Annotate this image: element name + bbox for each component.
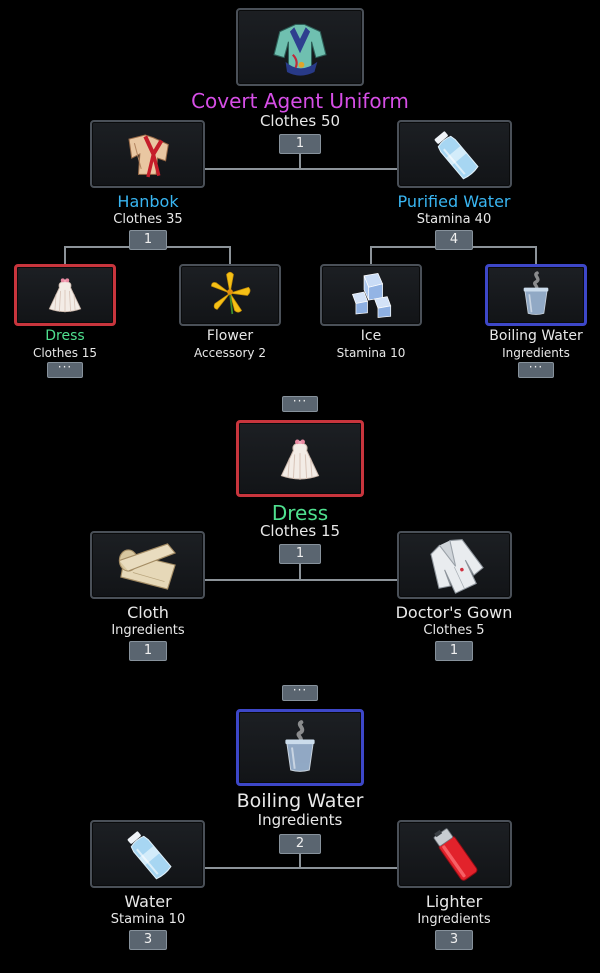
item-slot-covert-agent-uniform[interactable] (236, 8, 364, 86)
expand-more-button[interactable]: ··· (47, 361, 83, 378)
item-stat: Ingredients (111, 623, 185, 638)
count-badge: 1 (279, 544, 321, 564)
item-name: Purified Water (397, 192, 511, 211)
count-badge: 4 (435, 230, 473, 250)
count-badge: 1 (435, 641, 473, 661)
item-name: Boiling Water (489, 328, 583, 344)
dress-icon (280, 438, 320, 481)
item-slot-ice[interactable] (320, 264, 422, 326)
item-name: Dress (45, 328, 85, 344)
item-name: Lighter (425, 892, 483, 911)
item-stat: Accessory 2 (194, 346, 266, 360)
water-bottle-icon (430, 128, 480, 181)
connector-line (229, 246, 231, 264)
item-stat: Clothes 50 (259, 112, 341, 130)
connector-line (299, 562, 301, 580)
item-slot-lighter[interactable] (397, 820, 512, 888)
item-stat: Ingredients (502, 346, 570, 360)
item-stat: Clothes 15 (32, 346, 98, 360)
item-slot-doctors-gown[interactable] (397, 531, 512, 599)
count-badge: 3 (129, 930, 167, 950)
item-slot-dress[interactable] (236, 420, 364, 497)
item-name: Hanbok (117, 192, 179, 211)
item-name: Covert Agent Uniform (191, 89, 409, 113)
uniform-icon (272, 23, 328, 77)
section-ellipsis-button[interactable]: ··· (282, 395, 318, 412)
item-stat: Stamina 10 (336, 346, 406, 360)
connector-line (64, 246, 66, 264)
item-slot-boiling-water[interactable] (236, 709, 364, 786)
item-slot-dress[interactable] (14, 264, 116, 326)
water-bottle-icon (123, 828, 173, 881)
item-slot-flower[interactable] (179, 264, 281, 326)
item-slot-boiling-water[interactable] (485, 264, 587, 326)
connector-line (205, 867, 397, 869)
connector-line (299, 852, 301, 868)
connector-line (299, 152, 301, 169)
item-name: Cloth (127, 603, 169, 622)
connector-line (535, 246, 537, 264)
boiling-water-icon (521, 271, 551, 317)
boiling-water-icon (239, 712, 361, 783)
count-badge: 1 (279, 134, 321, 154)
count-badge: 1 (129, 230, 167, 250)
item-name: Boiling Water (236, 790, 364, 812)
section-ellipsis-button[interactable]: ··· (282, 684, 318, 701)
item-slot-cloth[interactable] (90, 531, 205, 599)
item-stat: Clothes 35 (113, 212, 183, 227)
expand-more-button[interactable]: ··· (518, 361, 554, 378)
lighter-icon (430, 824, 479, 883)
count-badge: 2 (279, 834, 321, 854)
item-stat: Ingredients (417, 912, 491, 927)
count-badge: 3 (435, 930, 473, 950)
item-name: Flower (206, 328, 254, 344)
item-stat: Stamina 40 (416, 212, 492, 227)
connector-line (205, 579, 397, 581)
item-slot-purified-water[interactable] (397, 120, 512, 188)
item-name: Dress (271, 501, 329, 525)
connector-line (370, 246, 372, 264)
item-name: Water (124, 892, 172, 911)
count-badge: 1 (129, 641, 167, 661)
item-slot-hanbok[interactable] (90, 120, 205, 188)
item-stat: Clothes 5 (423, 623, 485, 638)
dress-icon (48, 277, 82, 313)
ice-icon (352, 273, 392, 318)
item-stat: Stamina 10 (110, 912, 186, 927)
flower-icon (210, 271, 252, 315)
item-name: Doctor's Gown (395, 603, 513, 622)
doctors-gown-icon (422, 533, 489, 597)
connector-line (205, 168, 397, 170)
item-name: Ice (360, 328, 382, 344)
item-stat: Clothes 15 (259, 522, 341, 540)
item-slot-water[interactable] (90, 820, 205, 888)
item-stat: Ingredients (257, 811, 343, 829)
cloth-icon (118, 543, 176, 590)
hanbok-icon (92, 122, 203, 186)
